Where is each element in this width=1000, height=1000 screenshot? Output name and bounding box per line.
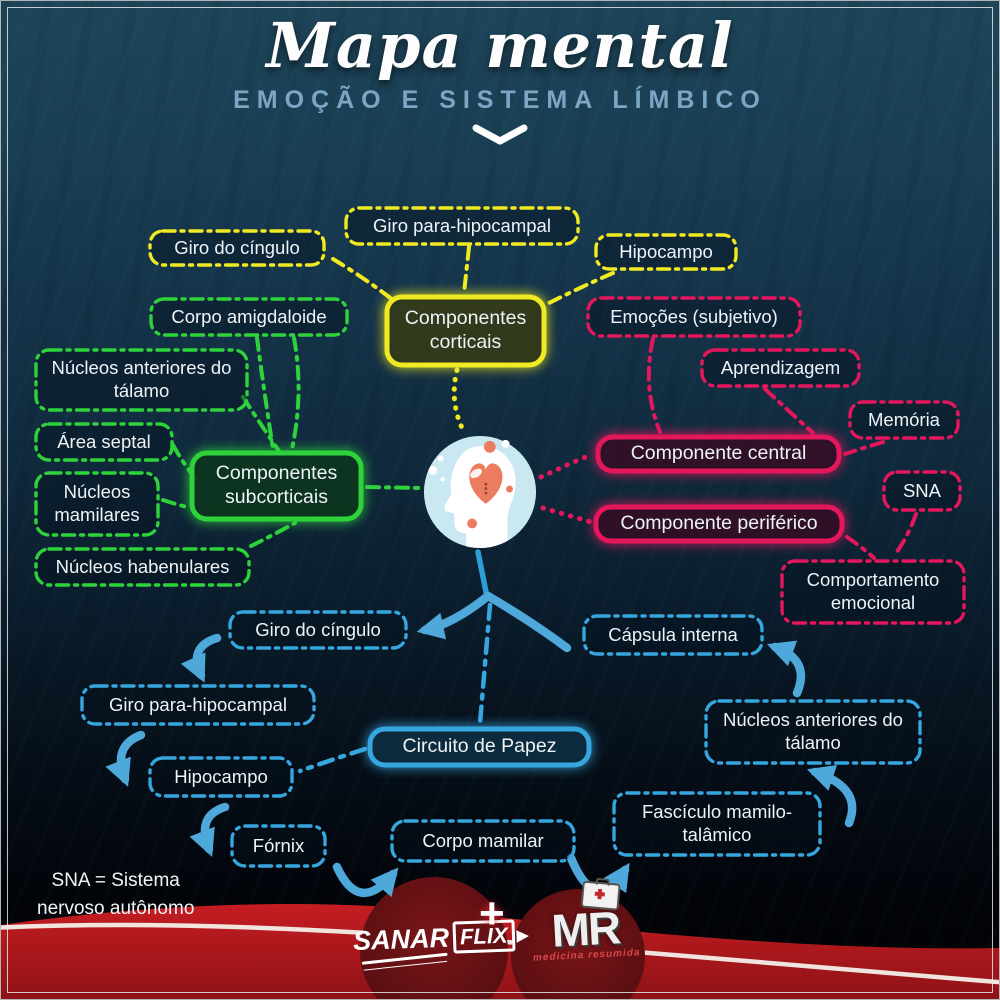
page-subtitle: EMOÇÃO E SISTEMA LÍMBICO — [233, 86, 767, 114]
head-heart-icon — [423, 435, 537, 549]
medicina-resumida-logo: MR medicina resumida — [523, 880, 647, 964]
page-title: Mapa mental — [266, 9, 734, 82]
node-area-septal: Área septal — [33, 421, 175, 463]
node-nucleos-anteriores-talamo-right: Núcleos anteriores do tálamo — [703, 698, 923, 766]
node-giro-para-hipocampal-cortical: Giro para-hipocampal — [343, 205, 581, 247]
node-giro-para-hipocampal-papez: Giro para-hipocampal — [79, 683, 317, 727]
node-corpo-amigdaloide: Corpo amigdaloide — [148, 296, 350, 338]
node-corpo-mamilar: Corpo mamilar — [389, 818, 577, 864]
node-emocoes-subjetivo: Emoções (subjetivo) — [585, 295, 803, 339]
footnote-sna: SNA = Sistema nervoso autônomo — [37, 870, 195, 919]
hub-circuito-de-papez: Circuito de Papez — [367, 726, 592, 768]
plus-icon: + — [479, 889, 505, 938]
hub-componentes-subcorticais: Componentes subcorticais — [189, 450, 364, 522]
hub-componente-central: Componente central — [595, 434, 842, 474]
node-memoria: Memória — [847, 399, 961, 441]
header: Mapa mental EMOÇÃO E SISTEMA LÍMBICO — [1, 1, 999, 152]
node-hipocampo-cortical: Hipocampo — [593, 232, 739, 272]
chevron-down-icon — [1, 123, 999, 152]
hub-componentes-corticais: Componentes corticais — [384, 294, 547, 368]
node-giro-do-cingulo-cortical: Giro do cíngulo — [147, 228, 327, 268]
first-aid-kit-icon — [580, 880, 621, 911]
node-hipocampo-papez: Hipocampo — [147, 755, 295, 799]
hub-componente-periferico: Componente periférico — [593, 504, 845, 544]
node-nucleos-anteriores-talamo-left: Núcleos anteriores do tálamo — [33, 347, 250, 413]
node-sna: SNA — [881, 469, 963, 513]
node-giro-do-cingulo-papez: Giro do cíngulo — [227, 609, 409, 651]
node-fasciculo-mamilo-talamico: Fascículo mamilo-talâmico — [611, 790, 823, 858]
node-capsula-interna: Cápsula interna — [581, 613, 765, 657]
node-nucleos-mamilares: Núcleos mamilares — [33, 470, 161, 538]
node-comportamento-emocional: Comportamento emocional — [779, 558, 967, 626]
node-fornix: Fórnix — [229, 823, 328, 869]
node-nucleos-habenulares: Núcleos habenulares — [33, 546, 252, 588]
node-aprendizagem: Aprendizagem — [699, 347, 862, 389]
